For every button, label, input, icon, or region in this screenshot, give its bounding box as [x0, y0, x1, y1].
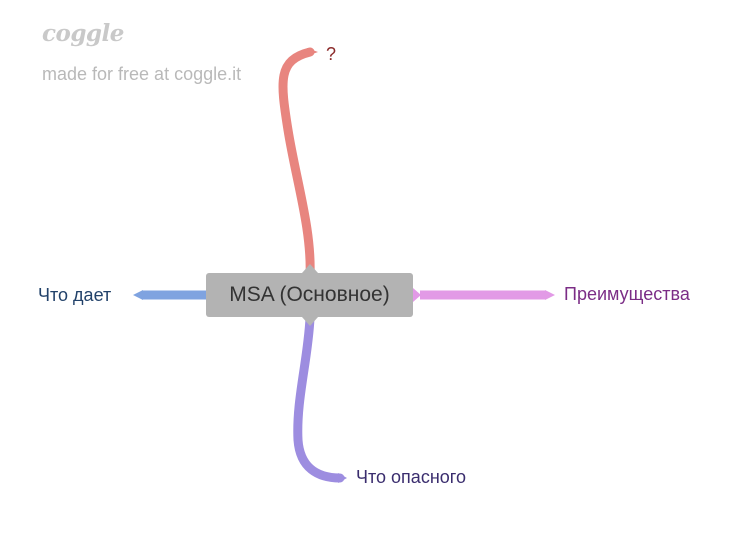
branch-right-arrow [545, 290, 555, 300]
branch-label-question[interactable]: ? [326, 44, 337, 64]
central-node-label: MSA (Основное) [229, 283, 390, 306]
branch-label-preimushchestva[interactable]: Преимущества [564, 284, 690, 304]
branch-right-origin-notch [413, 288, 421, 302]
branch-label-chto-daet[interactable]: Что дает [38, 285, 112, 305]
branch-label-chto-opasnogo[interactable]: Что опасного [356, 467, 466, 487]
central-bottom-notch [302, 317, 318, 326]
branch-bottom-arrow [338, 473, 347, 483]
watermark-tagline: made for free at coggle.it [42, 64, 242, 84]
coggle-logo: coggle [42, 20, 124, 47]
branch-top-arrow [307, 48, 318, 56]
central-node[interactable]: MSA (Основное) [206, 273, 413, 317]
branch-left-arrow [133, 290, 143, 300]
branch-top-line[interactable] [278, 47, 315, 281]
central-top-notch [302, 264, 318, 273]
branch-bottom-line[interactable] [293, 313, 345, 483]
